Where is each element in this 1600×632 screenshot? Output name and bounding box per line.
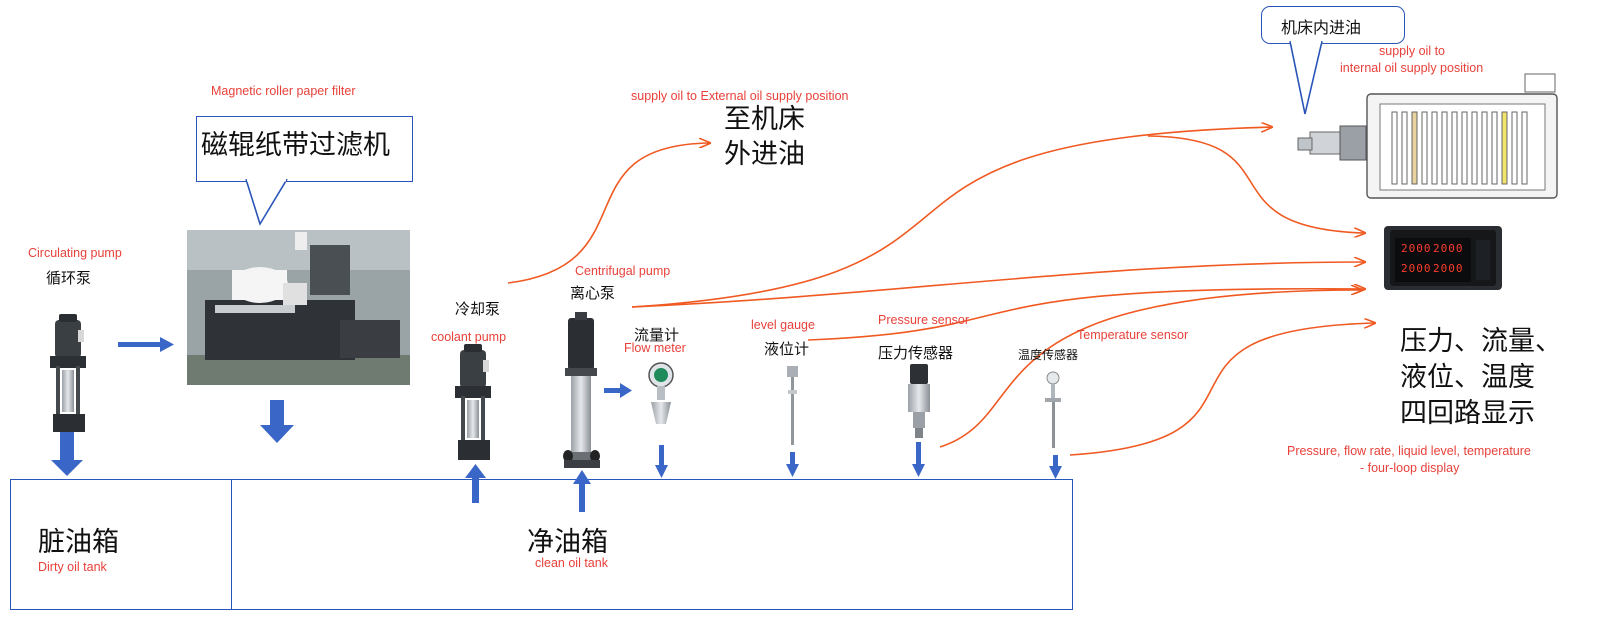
external-supply-label-cn-2: 外进油 xyxy=(724,139,805,170)
arrow-pressure-sensor-down xyxy=(912,442,925,477)
temperature-sensor-label-cn: 温度传感器 xyxy=(1018,348,1079,362)
magnetic-filter-image xyxy=(187,230,410,385)
temperature-sensor-image xyxy=(1045,371,1061,448)
dirty-tank-label-en: Dirty oil tank xyxy=(38,560,107,574)
pressure-sensor-label-cn: 压力传感器 xyxy=(878,344,954,362)
circulating-pump-label-en: Circulating pump xyxy=(28,246,122,260)
filter-label-en: Magnetic roller paper filter xyxy=(211,84,356,98)
internal-callout-tail xyxy=(1289,41,1323,115)
display-label-en-2: - four-loop display xyxy=(1360,461,1460,475)
four-loop-display-image xyxy=(1384,226,1502,290)
level-gauge-label-en: level gauge xyxy=(751,318,815,332)
internal-oil-callout-label: 机床内进油 xyxy=(1281,18,1362,37)
internal-supply-label-en-1: supply oil to xyxy=(1379,44,1446,58)
display-readout-4: 2000 xyxy=(1433,262,1464,275)
arrow-clean-to-centrifugal-pump xyxy=(573,470,591,512)
coolant-pump-label-en: coolant pump xyxy=(431,330,507,344)
flow-level-to-display xyxy=(807,289,1365,341)
display-label-cn-1: 压力、流量、 xyxy=(1400,326,1562,357)
flow-to-display-2 xyxy=(631,262,1365,308)
display-label-en-1: Pressure, flow rate, liquid level, tempe… xyxy=(1287,444,1531,458)
filter-callout xyxy=(196,116,413,182)
flow-branch-to-display xyxy=(1147,135,1365,233)
flow-meter-label-en: Flow meter xyxy=(624,341,686,355)
pressure-sensor-label-en: Pressure sensor xyxy=(878,313,970,327)
coolant-pump-label-cn: 冷却泵 xyxy=(455,300,501,318)
external-supply-label-en: supply oil to External oil supply positi… xyxy=(631,89,849,103)
pressure-sensor-image xyxy=(908,364,930,438)
flow-centrifugal-to-machine xyxy=(631,127,1272,308)
centrifugal-pump-label-en: Centrifugal pump xyxy=(575,264,671,278)
internal-supply-label-en-2: internal oil supply position xyxy=(1340,61,1484,75)
flow-pressure-to-display xyxy=(939,290,1362,448)
arrow-to-flow-meter xyxy=(604,383,632,398)
machine-tool-image xyxy=(1297,73,1558,199)
clean-tank-label-en: clean oil tank xyxy=(535,556,608,570)
flow-meter-image xyxy=(648,362,674,424)
dirty-tank-label-cn: 脏油箱 xyxy=(38,527,119,558)
display-readout-1: 2000 xyxy=(1401,242,1432,255)
coolant-pump-image xyxy=(455,344,491,460)
filter-label-cn: 磁辊纸带过滤机 xyxy=(201,130,390,161)
arrow-clean-to-coolant-pump xyxy=(465,464,486,503)
display-label-cn-2: 液位、温度 xyxy=(1400,362,1535,393)
flow-meter-label-cn: 流量计 xyxy=(634,326,680,344)
clean-tank-label-cn: 净油箱 xyxy=(527,527,608,558)
flow-coolant-to-external xyxy=(507,143,710,284)
display-label-cn-3: 四回路显示 xyxy=(1400,398,1535,429)
filter-callout-tail xyxy=(245,178,288,226)
clean-oil-tank xyxy=(231,479,1073,610)
arrow-flow-meter-down xyxy=(655,445,668,478)
flow-temperature-to-display xyxy=(1069,323,1375,456)
arrow-pump-to-filter xyxy=(118,337,174,352)
display-readout-3: 2000 xyxy=(1401,262,1432,275)
arrow-temperature-sensor-down xyxy=(1049,455,1062,479)
level-gauge-image xyxy=(787,366,798,445)
circulating-pump-label-cn: 循环泵 xyxy=(46,269,92,287)
internal-oil-callout xyxy=(1261,6,1405,44)
arrow-filter-to-dirty-tank xyxy=(260,400,294,443)
arrow-pump-to-dirty-tank xyxy=(51,432,83,476)
arrow-level-gauge-down xyxy=(786,452,799,477)
temperature-sensor-label-en: Temperature sensor xyxy=(1077,328,1189,342)
display-readout-2: 2000 xyxy=(1433,242,1464,255)
centrifugal-pump-image xyxy=(563,312,600,468)
level-gauge-label-cn: 液位计 xyxy=(764,340,810,358)
centrifugal-pump-label-cn: 离心泵 xyxy=(570,284,616,302)
external-supply-label-cn-1: 至机床 xyxy=(724,104,805,135)
circulating-pump-image xyxy=(50,314,86,432)
